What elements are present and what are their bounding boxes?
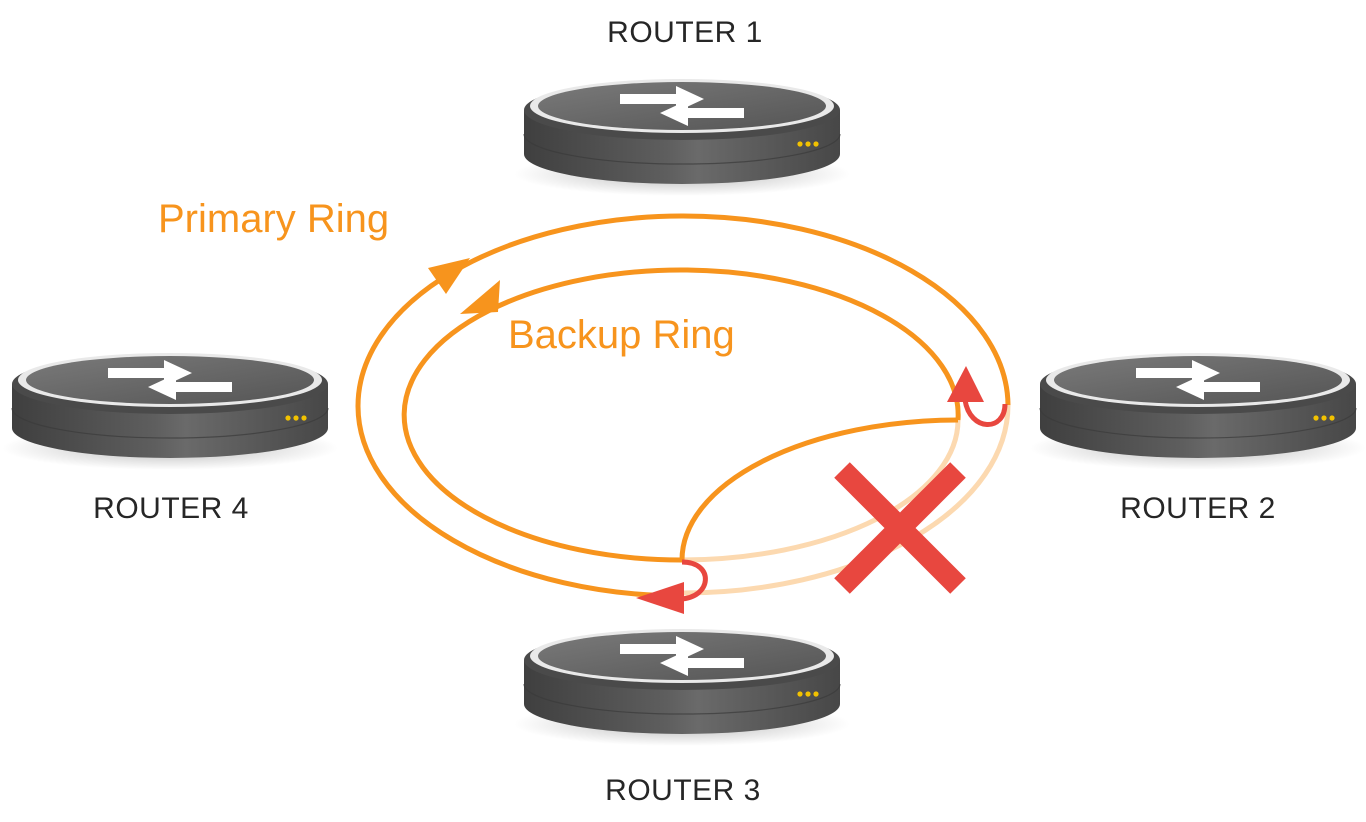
router-3: ROUTER 3 (513, 628, 851, 807)
router-arrows-icon (1, 352, 339, 471)
backup-ring-direction-arrow-icon (460, 280, 500, 314)
router-3-label: ROUTER 3 (605, 774, 761, 807)
loopback-arrow-bottom-icon (636, 559, 708, 614)
red-x-failure-icon (834, 462, 966, 594)
router-1: ROUTER 1 (513, 16, 851, 197)
router-1-label: ROUTER 1 (607, 16, 763, 49)
router-2-label: ROUTER 2 (1120, 492, 1276, 525)
router-arrows-icon (513, 78, 851, 197)
primary-ring-label: Primary Ring (158, 197, 389, 241)
router-2: ROUTER 2 (1029, 352, 1366, 525)
loopback-arrow-right-icon (947, 366, 1008, 427)
router-arrows-icon (513, 628, 851, 747)
backup-ring-label: Backup Ring (508, 313, 735, 357)
primary-ring-direction-arrow-icon (428, 258, 470, 294)
router-4-label: ROUTER 4 (93, 492, 249, 525)
router-4: ROUTER 4 (1, 352, 339, 525)
router-arrows-icon (1029, 352, 1366, 471)
